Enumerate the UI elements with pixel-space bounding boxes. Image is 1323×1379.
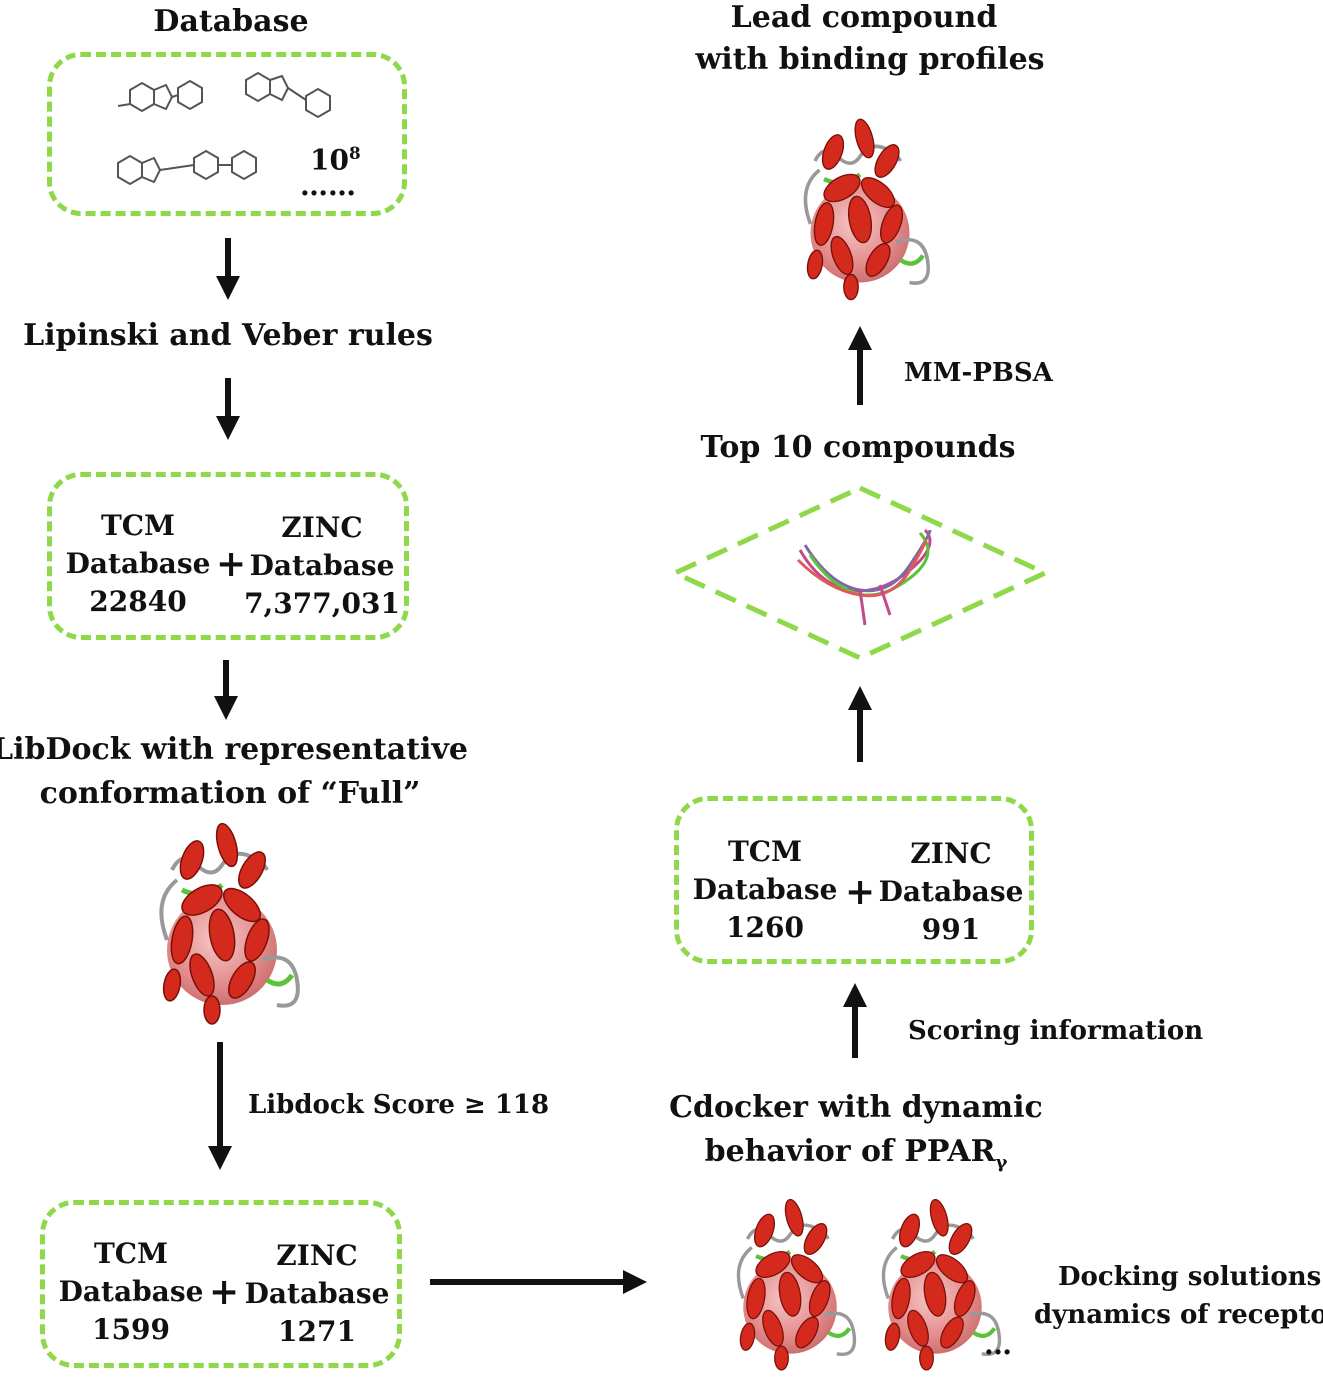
top10-diamond	[669, 485, 1051, 661]
lipinski-label: Lipinski and Veber rules	[23, 318, 433, 353]
lead-line2: with binding profiles	[695, 42, 1045, 77]
libdock-line1: LibDock with representative	[0, 732, 468, 767]
protein-ellipsis: …	[984, 1328, 1012, 1361]
protein-structure-dynamic-2	[883, 1198, 999, 1370]
database-box: 108 ……	[47, 52, 407, 216]
scoring-label: Scoring information	[908, 1016, 1204, 1046]
tcm-count: 1599	[92, 1313, 170, 1346]
zinc-title: ZINC	[910, 837, 992, 870]
box-tcm-zinc-cdocker: TCM Database 1260 + ZINC Database 991	[674, 796, 1034, 964]
libdock-score-label: Libdock Score ≥ 118	[248, 1090, 550, 1120]
zinc-sub: Database	[249, 549, 395, 582]
protein-structure-lead	[805, 117, 928, 299]
lead-line1: Lead compound	[730, 0, 998, 35]
zinc-title: ZINC	[281, 511, 363, 544]
zinc-title: ZINC	[276, 1239, 358, 1272]
protein-structure-libdock	[161, 821, 297, 1024]
top10-label: Top 10 compounds	[700, 430, 1016, 465]
cdocker-line2: behavior of PPARγ	[704, 1134, 1008, 1173]
ligand-ensemble-image	[796, 528, 932, 626]
tcm-count: 1260	[726, 911, 804, 944]
docking-line2: dynamics of receptor	[1034, 1300, 1323, 1330]
molecule-sketches	[117, 71, 331, 186]
tcm-count: 22840	[89, 585, 187, 618]
tcm-title: TCM	[100, 509, 176, 542]
zinc-count: 7,377,031	[244, 587, 400, 620]
tcm-sub: Database	[692, 873, 838, 906]
tcm-title: TCM	[727, 835, 803, 868]
plus-sign: +	[845, 871, 876, 913]
tcm-sub: Database	[58, 1275, 204, 1308]
tcm-title: TCM	[93, 1237, 169, 1270]
libdock-line2: conformation of “Full”	[39, 776, 421, 811]
plus-sign: +	[216, 543, 247, 585]
tcm-sub: Database	[65, 547, 211, 580]
box-tcm-zinc-initial: TCM Database 22840 + ZINC Database 7,377…	[47, 472, 409, 640]
zinc-sub: Database	[878, 875, 1024, 908]
zinc-count: 991	[921, 913, 981, 946]
docking-line1: Docking solutions	[1058, 1262, 1322, 1292]
database-count: 108	[310, 143, 361, 177]
zinc-sub: Database	[244, 1277, 390, 1310]
box-tcm-zinc-libdock: TCM Database 1599 + ZINC Database 1271	[40, 1200, 402, 1368]
plus-sign: +	[209, 1271, 240, 1313]
zinc-count: 1271	[278, 1315, 356, 1348]
protein-structure-dynamic-1	[738, 1198, 854, 1370]
mmpbsa-label: MM-PBSA	[904, 358, 1053, 388]
database-ellipsis: ……	[300, 169, 356, 202]
cdocker-line1: Cdocker with dynamic	[669, 1090, 1043, 1125]
database-title: Database	[153, 4, 309, 39]
